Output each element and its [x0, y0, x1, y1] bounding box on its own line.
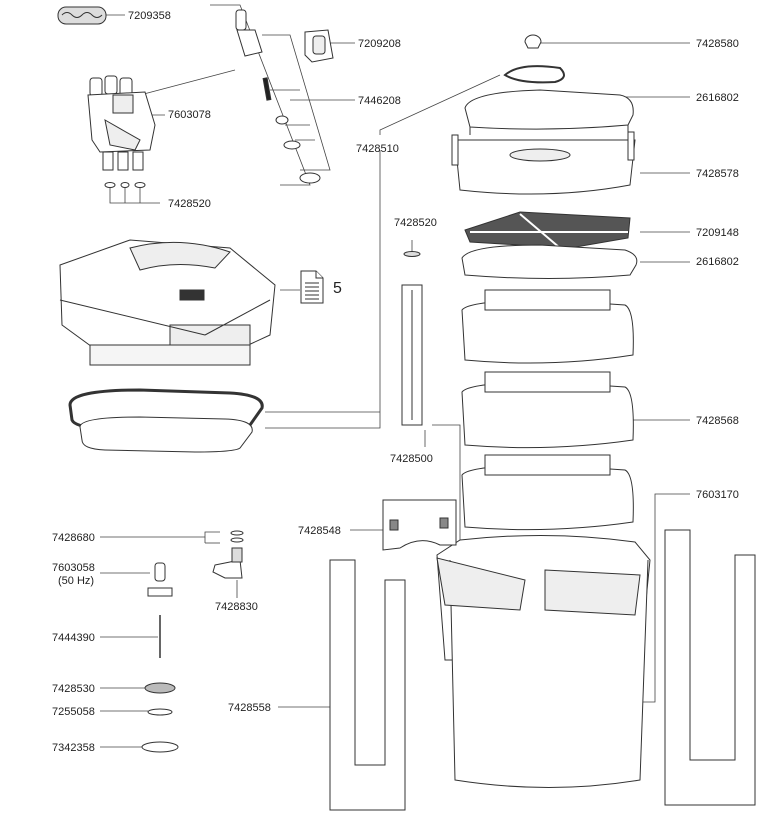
part-7428580-knob [524, 34, 542, 49]
label-7428500: 7428500 [390, 453, 433, 465]
label-7428510: 7428510 [356, 143, 399, 155]
part-7428568-baskets [461, 289, 634, 531]
part-2616802-lid-top [464, 89, 634, 135]
label-7428530: 7428530 [52, 683, 95, 695]
label-7603170: 7603170 [696, 489, 739, 501]
label-7428548: 7428548 [298, 525, 341, 537]
label-7428520-b: 7428520 [394, 217, 437, 229]
part-7603078-connector [87, 75, 156, 188]
label-2616802-b: 2616802 [696, 256, 739, 268]
part-7428510-handle [503, 65, 565, 84]
part-2616802-lid-bottom [461, 244, 638, 279]
leader-lines [100, 4, 690, 748]
label-7603078: 7603078 [168, 109, 211, 121]
label-7603058: 7603058 [52, 562, 95, 574]
part-tube-group [235, 9, 321, 184]
part-7428578-tray [451, 131, 636, 195]
label-7603058-note: (50 Hz) [58, 575, 95, 587]
gasket-rings [68, 388, 264, 453]
label-7342358: 7342358 [52, 742, 95, 754]
label-7428520-a: 7428520 [168, 198, 211, 210]
label-7255058: 7255058 [52, 706, 95, 718]
label-7446208: 7446208 [358, 95, 401, 107]
part-7209208-clip [304, 29, 334, 63]
label-7209358: 7209358 [128, 10, 171, 22]
part-7428548-hinge [382, 499, 457, 551]
part-7209148-grid [464, 211, 631, 249]
part-7603170-canister [436, 534, 651, 788]
part-7428558-handles [329, 529, 756, 811]
label-7428568: 7428568 [696, 415, 739, 427]
label-7428580: 7428580 [696, 38, 739, 50]
label-2616802-a: 2616802 [696, 92, 739, 104]
label-7209148: 7209148 [696, 227, 739, 239]
document-icon [300, 270, 324, 304]
part-7428500-tube [401, 251, 423, 426]
label-7428680: 7428680 [52, 532, 95, 544]
label-7428830: 7428830 [215, 601, 258, 613]
label-7428578: 7428578 [696, 168, 739, 180]
document-ref-number: 5 [333, 280, 342, 297]
label-7428558: 7428558 [228, 702, 271, 714]
part-7209358-sponge [57, 6, 107, 25]
pump-head [59, 239, 276, 366]
label-7444390: 7444390 [52, 632, 95, 644]
label-7209208: 7209208 [358, 38, 401, 50]
small-parts [141, 530, 244, 753]
